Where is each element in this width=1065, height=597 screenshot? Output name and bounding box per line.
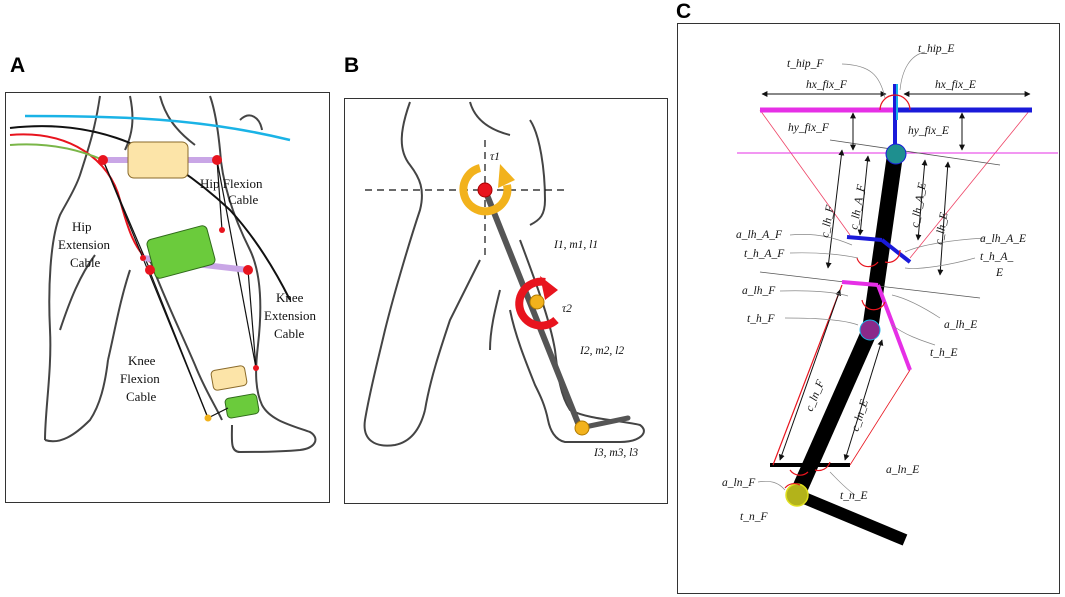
label-c-lh-A-F: c_lh_A_F xyxy=(848,183,868,231)
label-t-n-F: t_n_F xyxy=(740,511,768,523)
label-knee-ext-2: Extension xyxy=(264,308,316,323)
black-cable-main xyxy=(9,125,291,301)
hip-pad xyxy=(127,141,189,179)
panel-c-diagram: t_hip_F t_hip_E hx_fix_F hx_fix_E hy_fix… xyxy=(722,43,1058,546)
label-c-lh-F: c_lh_F xyxy=(819,203,837,238)
thigh-pad xyxy=(146,225,216,279)
green-cable xyxy=(9,143,104,161)
panel-b-frame xyxy=(344,98,668,504)
torque2-arc xyxy=(515,277,559,330)
shank-pad-green xyxy=(224,393,260,419)
label-t-hip-E: t_hip_E xyxy=(918,43,954,55)
label-knee-ext-3: Cable xyxy=(274,326,305,341)
label-a-lh-A-E: a_lh_A_E xyxy=(980,233,1026,245)
shank-pad-yellow xyxy=(210,365,248,391)
panel-letter-b: B xyxy=(344,54,360,77)
label-a-lh-F: a_lh_F xyxy=(742,285,776,297)
label-t-h-A-E-2: E xyxy=(995,267,1003,279)
panel-a-diagram: Hip Flexion Cable Hip Extension Cable Kn… xyxy=(9,95,316,454)
label-link2: I2, m2, l2 xyxy=(579,345,624,357)
label-a-ln-E: a_ln_E xyxy=(886,464,919,476)
label-a-lh-A-F: a_lh_A_F xyxy=(736,229,783,241)
label-c-lh-A-E: c_lh_A_E xyxy=(909,182,929,229)
panel-letter-c: C xyxy=(676,0,692,23)
label-tau1: τ1 xyxy=(490,151,500,163)
label-hip-ext-3: Cable xyxy=(70,255,101,270)
label-hip-flexion-2: Cable xyxy=(228,192,259,207)
label-a-ln-F: a_ln_F xyxy=(722,477,756,489)
label-knee-ext-1: Knee xyxy=(276,290,304,305)
leg-outline-b xyxy=(363,101,645,447)
label-hip-flexion-1: Hip Flexion xyxy=(200,176,263,191)
label-hip-ext-1: Hip xyxy=(72,219,92,234)
label-knee-flex-2: Flexion xyxy=(120,371,160,386)
label-t-h-A-E-1: t_h_A_ xyxy=(980,251,1013,263)
label-hip-ext-2: Extension xyxy=(58,237,110,252)
label-t-n-E: t_n_E xyxy=(840,490,867,502)
panel-letter-a: A xyxy=(10,54,26,77)
label-hx-fix-E: hx_fix_E xyxy=(935,79,976,91)
label-knee-flex-3: Cable xyxy=(126,389,157,404)
label-link3: I3, m3, l3 xyxy=(593,447,638,459)
red-cable xyxy=(9,133,151,263)
label-hx-fix-F: hx_fix_F xyxy=(806,79,848,91)
label-knee-flex-1: Knee xyxy=(128,353,156,368)
panel-b-diagram: τ1 τ2 I1, m1, l1 I2, m2, l2 I3, m3, l3 xyxy=(363,101,645,459)
label-link1: I1, m1, l1 xyxy=(553,239,598,251)
label-tau2: τ2 xyxy=(562,303,572,315)
label-c-ln-E: c_ln_E xyxy=(849,398,870,433)
label-hy-fix-E: hy_fix_E xyxy=(908,125,949,137)
label-c-lh-E: c_lh_E xyxy=(933,211,950,245)
label-t-hip-F: t_hip_F xyxy=(787,58,824,70)
label-t-h-A-F: t_h_A_F xyxy=(744,248,785,260)
label-hy-fix-F: hy_fix_F xyxy=(788,122,830,134)
label-t-h-E: t_h_E xyxy=(930,347,957,359)
label-t-h-F: t_h_F xyxy=(747,313,775,325)
torque1-arc xyxy=(459,164,512,216)
label-a-lh-E: a_lh_E xyxy=(944,319,977,331)
cyan-cable xyxy=(24,114,291,142)
